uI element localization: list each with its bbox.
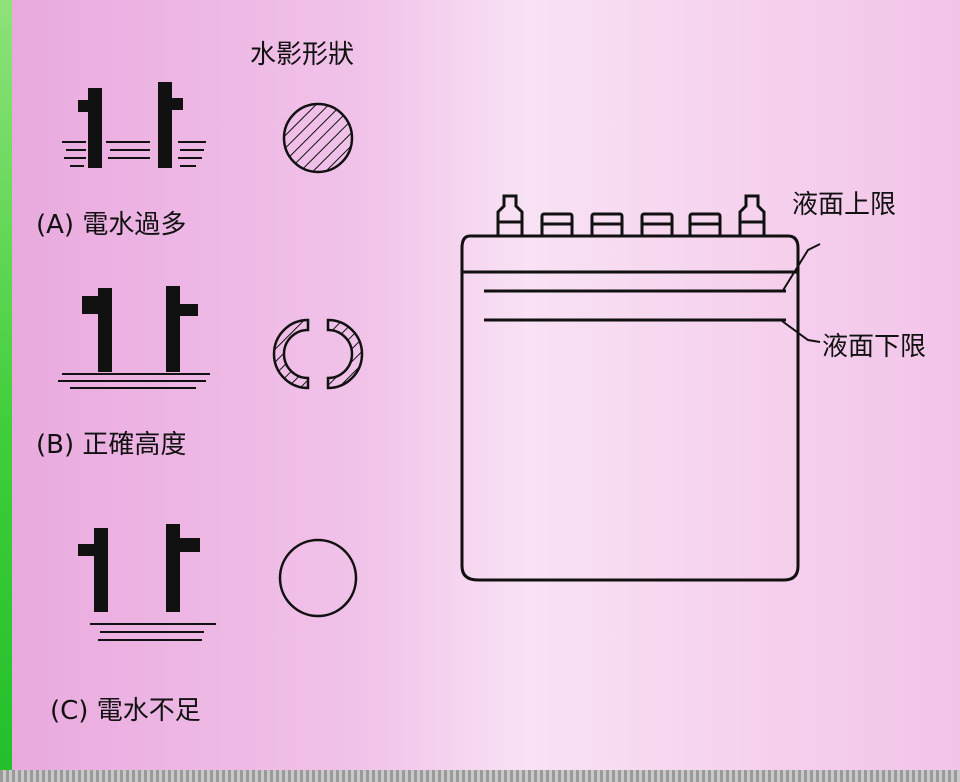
shadow-shape-header: 水影形狀 (250, 40, 355, 70)
shadow-shape-split-ring (272, 318, 364, 390)
lower-limit-label: 液面下限 (822, 332, 927, 362)
lower-leader-line (781, 320, 821, 343)
probes-low-level (78, 524, 216, 641)
shadow-shape-empty-circle (278, 538, 358, 618)
case-label-low: (C) 電水不足 (50, 696, 201, 726)
probes-correct-level (58, 286, 210, 389)
left-accent-strip (0, 0, 12, 782)
case-label-overfilled: (A) 電水過多 (36, 210, 187, 240)
probes-overfilled (62, 82, 206, 168)
case-label-correct: (B) 正確高度 (36, 430, 187, 460)
bottom-border-strip (0, 770, 960, 782)
upper-limit-label: 液面上限 (792, 190, 897, 220)
shadow-shape-hatched-circle (282, 102, 354, 174)
upper-leader-line (781, 243, 821, 293)
battery-illustration (460, 194, 821, 582)
